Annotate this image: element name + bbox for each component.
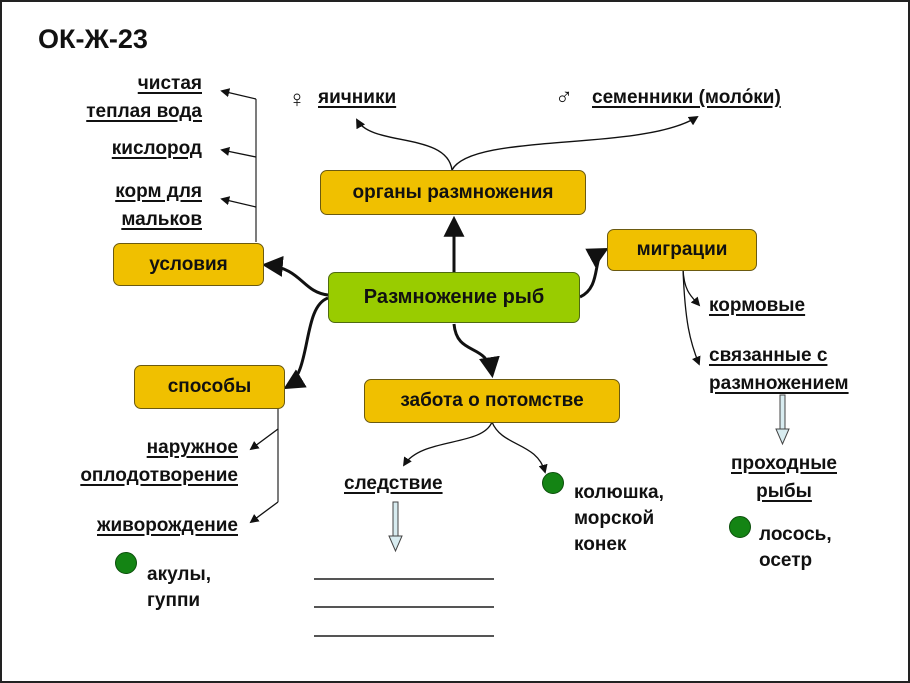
example-dot-icon [115, 552, 137, 574]
method-external-line1: наружное [146, 437, 238, 458]
arrow-cond-3 [220, 196, 257, 208]
method-viviparity-line1: живорождение [97, 515, 238, 536]
example-dot-icon [729, 516, 751, 538]
node-methods[interactable]: способы [134, 365, 285, 409]
migrations-example-line2: осетр [759, 550, 813, 571]
methods-example: акулы, гуппи [147, 562, 211, 614]
label-testes: семенники (моло́ки) [592, 84, 781, 112]
node-organs[interactable]: органы размножения [320, 170, 586, 215]
label-testes-text: семенники (моло́ки) [592, 87, 781, 108]
arrow-cond-1 [220, 88, 257, 100]
method-item-external: наружное оплодотворение [80, 434, 238, 490]
condition-item-food: корм для мальков [115, 178, 202, 234]
care-example-line1: колюшка, [574, 482, 664, 503]
condition-item-water: чистая теплая вода [86, 70, 202, 126]
arrow-method-1 [249, 428, 279, 451]
care-example: колюшка, морской конек [574, 480, 664, 558]
methods-example-line2: гуппи [147, 590, 201, 611]
migrations-example: лосось, осетр [759, 522, 832, 574]
answer-blank-line[interactable] [314, 606, 494, 608]
condition-water-line1: чистая [137, 73, 202, 94]
arrow-central-to-care [452, 323, 500, 379]
node-migrations[interactable]: миграции [607, 229, 757, 271]
node-care[interactable]: забота о потомстве [364, 379, 620, 423]
condition-water-line2: теплая вода [86, 101, 202, 122]
node-migrations-label: миграции [636, 239, 728, 260]
migration-result-line2: рыбы [756, 481, 812, 502]
central-node[interactable]: Размножение рыб [328, 272, 580, 323]
node-conditions-label: условия [149, 253, 228, 275]
answer-blank-line[interactable] [314, 578, 494, 580]
migration-spawning-line1: связанные с [709, 345, 828, 366]
methods-example-line1: акулы, [147, 564, 211, 585]
condition-food-line1: корм для [115, 181, 202, 202]
arrow-organs-to-male [451, 115, 699, 171]
arrow-central-to-conditions [261, 255, 329, 297]
arrow-central-to-migrations [579, 248, 609, 299]
answer-blank-line[interactable] [314, 635, 494, 637]
page-title: ОК-Ж-23 [38, 24, 148, 54]
condition-food-line2: мальков [121, 209, 202, 230]
arrow-care-to-example [491, 421, 548, 474]
male-symbol-icon: ♂ [555, 84, 573, 111]
care-consequence: следствие [344, 470, 443, 498]
arrow-care-to-consequence [403, 421, 493, 467]
migration-item-spawning: связанные с размножением [709, 342, 849, 398]
migration-result: проходные рыбы [714, 450, 854, 506]
hollow-arrow-consequence [388, 501, 403, 553]
arrow-cond-2 [220, 147, 257, 158]
node-conditions[interactable]: условия [113, 243, 264, 286]
hollow-arrow-migration [775, 394, 790, 446]
migration-spawning-line2: размножением [709, 373, 849, 394]
node-care-label: забота о потомстве [400, 390, 584, 411]
migrations-example-line1: лосось, [759, 524, 832, 545]
migration-result-line1: проходные [731, 453, 837, 474]
label-ovaries: яичники [318, 84, 396, 112]
migration-feeding-line1: кормовые [709, 295, 806, 316]
label-ovaries-text: яичники [318, 87, 397, 108]
arrow-organs-to-female [356, 118, 453, 171]
care-consequence-text: следствие [344, 473, 443, 494]
condition-item-oxygen: кислород [112, 135, 202, 163]
node-organs-label: органы размножения [352, 181, 554, 203]
care-example-line2: морской [574, 508, 655, 529]
central-node-label: Размножение рыб [363, 286, 545, 308]
node-methods-label: способы [167, 376, 252, 397]
method-item-viviparity: живорождение [97, 512, 238, 540]
arrow-central-to-methods [283, 296, 329, 390]
method-external-line2: оплодотворение [80, 465, 238, 486]
migration-item-feeding: кормовые [709, 292, 805, 320]
arrow-migr-2 [682, 268, 701, 366]
arrow-method-2 [249, 501, 279, 524]
care-example-line3: конек [574, 534, 627, 555]
female-symbol-icon: ♀ [288, 86, 306, 113]
condition-oxygen-line1: кислород [111, 138, 202, 159]
example-dot-icon [542, 472, 564, 494]
